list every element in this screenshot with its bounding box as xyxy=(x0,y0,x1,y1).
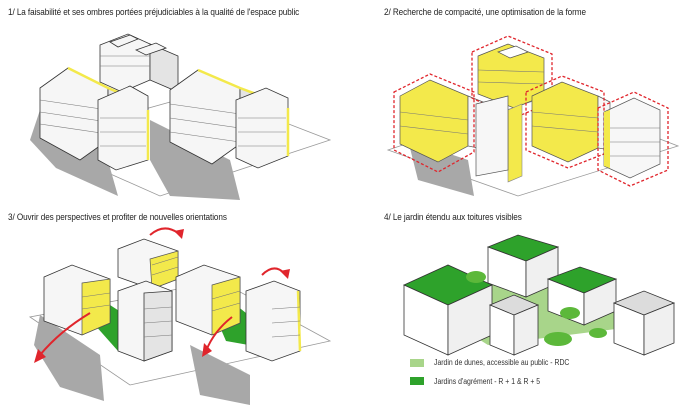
cast-shadow xyxy=(34,315,104,401)
arrow-head xyxy=(34,229,290,363)
building-block xyxy=(117,280,173,362)
diagram-panel-2 xyxy=(386,35,680,197)
building-block xyxy=(403,264,493,356)
diagram-panel-1 xyxy=(30,33,332,200)
building-block xyxy=(488,294,540,356)
tree-icon xyxy=(466,271,607,346)
building-block xyxy=(245,280,302,362)
legend-label-light: Jardin de dunes, accessible au public - … xyxy=(434,358,570,367)
building-block xyxy=(175,264,241,336)
building-block xyxy=(475,95,509,177)
building-block xyxy=(169,68,290,169)
caption-panel-3: 3/ Ouvrir des perspectives et profiter d… xyxy=(8,212,227,223)
building-block xyxy=(117,238,179,290)
legend-item-light-garden: Jardin de dunes, accessible au public - … xyxy=(410,358,591,367)
legend-swatch-light xyxy=(410,358,424,367)
building-block xyxy=(597,91,669,187)
building-block xyxy=(39,66,150,171)
legend-item-dark-garden: Jardins d'agrément - R + 1 & R + 5 xyxy=(410,376,557,386)
site-outline xyxy=(32,91,332,197)
diagram-panel-4 xyxy=(403,234,676,356)
building-block xyxy=(43,264,111,336)
building-block xyxy=(612,290,676,356)
caption-panel-2: 2/ Recherche de compacité, une optimisat… xyxy=(384,7,586,18)
cast-shadow xyxy=(190,345,250,405)
caption-panel-4: 4/ Le jardin étendu aux toitures visible… xyxy=(384,212,522,223)
legend-swatch-dark xyxy=(410,377,424,385)
legend-label-dark: Jardins d'agrément - R + 1 & R + 5 xyxy=(434,376,541,386)
yellow-slab xyxy=(507,103,523,183)
building-block xyxy=(99,33,179,93)
diagram-panel-3 xyxy=(28,227,332,405)
caption-panel-1: 1/ La faisabilité et ses ombres portées … xyxy=(8,7,300,18)
